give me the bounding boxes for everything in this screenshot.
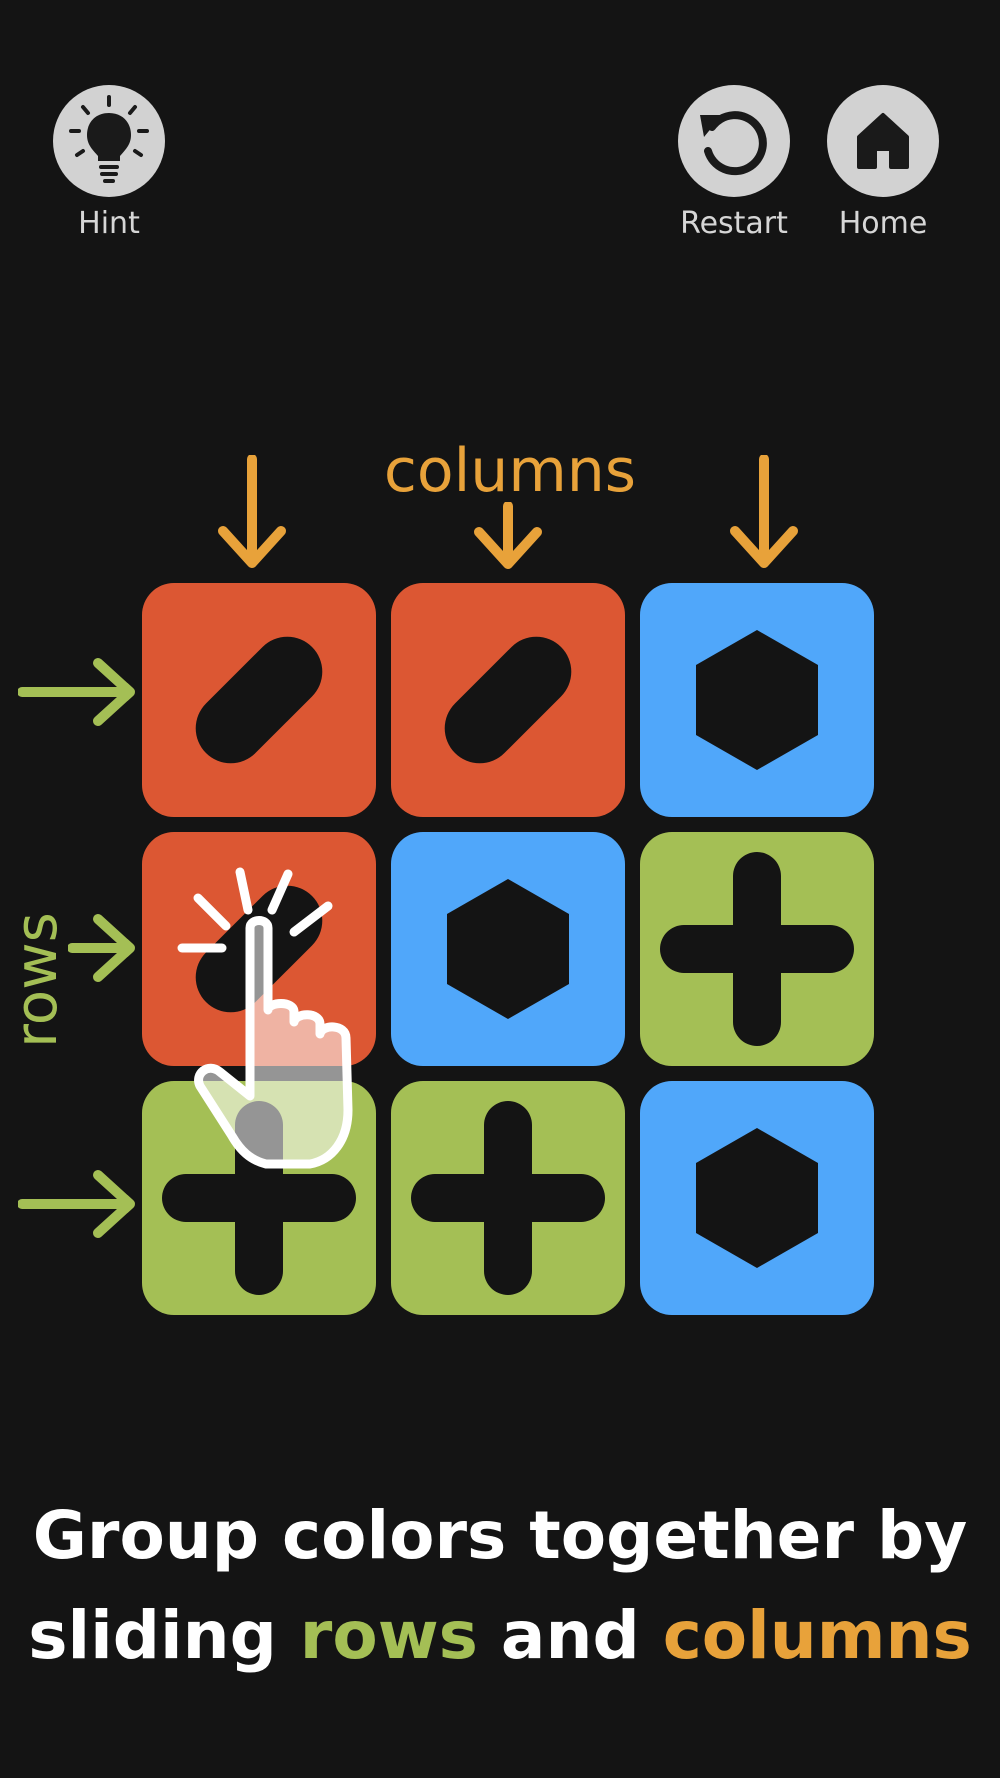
pill-icon — [444, 636, 572, 764]
hexagon-icon — [447, 879, 569, 1019]
caption-and: and — [477, 1597, 663, 1674]
row-arrow-1 — [18, 658, 135, 726]
row-arrow-3 — [18, 1170, 135, 1238]
restart-button[interactable] — [678, 85, 790, 197]
hexagon-icon — [696, 1128, 818, 1268]
caption-sliding: sliding — [28, 1597, 300, 1674]
cross-icon — [162, 1101, 356, 1295]
home-icon — [857, 113, 909, 169]
tile-r1-c2[interactable] — [391, 583, 625, 817]
caption-columns: columns — [662, 1597, 972, 1674]
restart-label: Restart — [680, 206, 788, 241]
row-arrow-2 — [68, 914, 135, 982]
pill-icon — [195, 636, 323, 764]
home-button[interactable] — [827, 85, 939, 197]
tile-r3-c1[interactable] — [142, 1081, 376, 1315]
hint-label: Hint — [78, 206, 140, 241]
tile-r3-c3[interactable] — [640, 1081, 874, 1315]
caption-rows: rows — [299, 1597, 478, 1674]
cross-icon — [411, 1101, 605, 1295]
pill-icon — [195, 885, 323, 1013]
tile-r1-c1[interactable] — [142, 583, 376, 817]
tile-r2-c1[interactable] — [142, 832, 376, 1066]
columns-label: columns — [383, 436, 637, 506]
column-arrow-2 — [474, 502, 542, 569]
tile-r3-c2[interactable] — [391, 1081, 625, 1315]
hexagon-icon — [696, 630, 818, 770]
column-arrow-1 — [218, 455, 286, 568]
caption-line-1: Group colors together by — [32, 1497, 968, 1574]
column-arrow-3 — [730, 455, 798, 568]
lightbulb-icon — [69, 95, 149, 183]
tile-r2-c2[interactable] — [391, 832, 625, 1066]
tile-r2-c3[interactable] — [640, 832, 874, 1066]
cross-icon — [660, 852, 854, 1046]
restart-icon — [700, 111, 767, 176]
hint-button[interactable] — [53, 85, 165, 197]
rows-label: rows — [2, 912, 70, 1048]
tile-r1-c3[interactable] — [640, 583, 874, 817]
caption-line-2: sliding rows and columns — [0, 1588, 1000, 1684]
home-label: Home — [838, 206, 928, 241]
